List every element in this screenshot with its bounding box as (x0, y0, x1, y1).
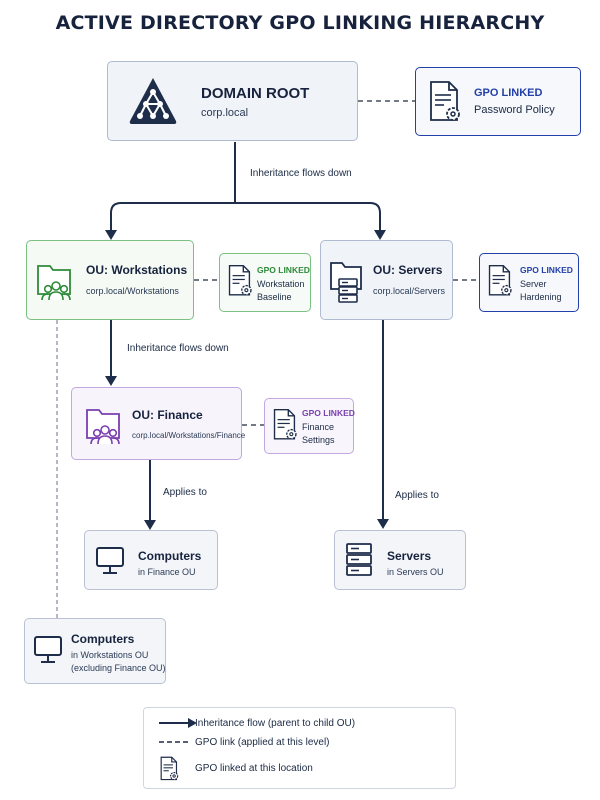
gpo-finance-name-line1: Finance (302, 422, 335, 432)
ou-servers-node[interactable]: OU: Servers corp.local/Servers (320, 240, 453, 320)
computers-workstations-subtitle-line1: in Workstations OU (71, 650, 149, 660)
gpo-finance-tag: GPO LINKED (302, 408, 355, 418)
gpo-workstations-name-line1: Workstation (257, 279, 305, 289)
gpo-servers-tag: GPO LINKED (520, 265, 573, 275)
ou-finance-title: OU: Finance (132, 408, 203, 422)
gpo-workstations-name-line2: Baseline (257, 292, 292, 302)
legend-dash-icon (159, 741, 189, 743)
servers-target-title: Servers (387, 549, 432, 563)
arrowhead-servers (374, 230, 386, 240)
domain-root-node[interactable]: DOMAIN ROOT corp.local (107, 61, 358, 141)
ou-workstations-subtitle: corp.local/Workstations (86, 286, 179, 296)
computers-workstations-node[interactable]: Computers in Workstations OU (excluding … (24, 618, 166, 684)
computers-workstations-subtitle-line2: (excluding Finance OU) (71, 663, 166, 673)
ou-workstations-title: OU: Workstations (86, 263, 188, 277)
gpo-document-gear-icon (273, 409, 297, 440)
ou-workstations-node[interactable]: OU: Workstations corp.local/Workstations (26, 240, 194, 320)
gpo-password-policy-card[interactable]: GPO LINKED Password Policy (415, 67, 581, 136)
legend-gpo-location-label: GPO linked at this location (195, 763, 313, 774)
folder-users-icon (86, 409, 120, 445)
gpo-document-gear-icon (488, 265, 512, 296)
flow-label-root: Inheritance flows down (250, 168, 352, 179)
legend-arrow-icon (159, 718, 197, 728)
gpo-document-gear-icon (430, 81, 460, 121)
inheritance-arrow-root-split (110, 142, 381, 232)
servers-target-subtitle: in Servers OU (387, 567, 444, 577)
computers-finance-node[interactable]: Computers in Finance OU (84, 530, 218, 590)
diagram-title: ACTIVE DIRECTORY GPO LINKING HIERARCHY (55, 12, 545, 34)
flow-label-servers-applies: Applies to (395, 490, 439, 501)
computers-finance-title: Computers (138, 549, 202, 563)
gpo-root-name: Password Policy (474, 104, 555, 116)
ou-finance-subtitle: corp.local/Workstations/Finance (132, 431, 246, 440)
flow-label-finance-applies: Applies to (163, 487, 207, 498)
folder-users-icon (37, 265, 71, 301)
domain-root-subtitle: corp.local (201, 107, 249, 119)
legend-inheritance-label: Inheritance flow (parent to child OU) (195, 718, 356, 729)
arrowhead-workstations (105, 230, 117, 240)
gpo-workstations-tag: GPO LINKED (257, 265, 310, 275)
gpo-finance-settings-card[interactable]: GPO LINKED Finance Settings (264, 398, 355, 454)
folder-server-icon (330, 262, 362, 303)
monitor-icon (34, 636, 62, 663)
gpo-servers-name-line2: Hardening (520, 292, 562, 302)
flow-label-workstations: Inheritance flows down (127, 343, 229, 354)
ou-servers-title: OU: Servers (373, 263, 443, 277)
computers-workstations-title: Computers (71, 632, 135, 646)
servers-target-node[interactable]: Servers in Servers OU (334, 530, 466, 590)
monitor-icon (96, 547, 124, 574)
ou-finance-node[interactable]: OU: Finance corp.local/Workstations/Fina… (71, 387, 246, 460)
gpo-server-hardening-card[interactable]: GPO LINKED Server Hardening (479, 253, 579, 312)
gpo-servers-name-line1: Server (520, 279, 547, 289)
domain-root-title: DOMAIN ROOT (201, 85, 310, 102)
legend-gpo-link-label: GPO link (applied at this level) (195, 737, 330, 748)
gpo-document-gear-icon (228, 265, 252, 296)
gpo-finance-name-line2: Settings (302, 435, 335, 445)
ou-servers-subtitle: corp.local/Servers (373, 286, 446, 296)
gpo-root-tag: GPO LINKED (474, 87, 543, 99)
domain-network-icon (129, 78, 177, 124)
legend-box: Inheritance flow (parent to child OU) GP… (143, 707, 456, 789)
computers-finance-subtitle: in Finance OU (138, 567, 196, 577)
gpo-document-gear-icon (160, 756, 179, 781)
gpo-workstation-baseline-card[interactable]: GPO LINKED Workstation Baseline (219, 253, 311, 312)
server-rack-icon (346, 543, 372, 576)
